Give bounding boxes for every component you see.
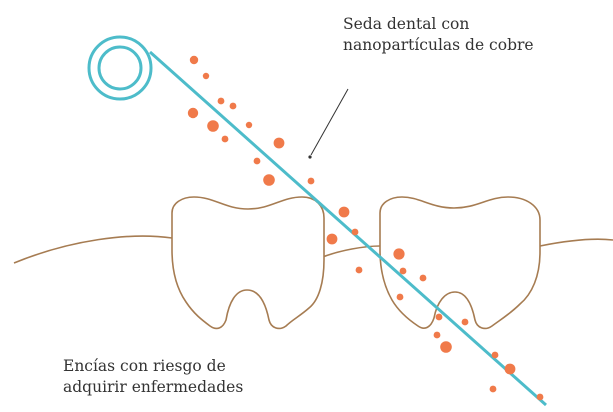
nanoparticle [393,248,405,260]
nanoparticle [229,102,237,110]
nanoparticle [435,313,443,321]
gum-label-line-2: adquirir enfermedades [63,378,244,396]
floss-spool-inner [97,45,143,91]
nanoparticle [419,274,427,282]
nanoparticle [221,135,229,143]
gum-label-line-1: Encías con riesgo de [63,357,226,375]
gum-line-middle [319,245,381,259]
nanoparticle [245,121,253,129]
nanoparticle [307,177,315,185]
nanoparticle [187,107,199,119]
tooth-right [379,196,541,330]
nanoparticle [351,228,359,236]
floss-leader-dot [308,155,312,159]
nanoparticle [253,157,261,165]
floss-leader-line [310,88,349,156]
floss-label-line-2: nanopartículas de cobre [343,36,534,54]
gum-line-right [539,238,613,247]
nanoparticle [536,393,544,401]
floss-label: Seda dental con nanopartículas de cobre [343,14,534,56]
gum-line-left [13,235,173,264]
nanoparticle [461,318,469,326]
floss-spool-outer [87,35,153,101]
nanoparticle [202,72,210,80]
nanoparticle [338,206,350,218]
nanoparticle [399,267,407,275]
nanoparticle [326,233,338,245]
nanoparticle [355,266,363,274]
nanoparticle [440,341,452,353]
nanoparticle [217,97,225,105]
nanoparticle [504,363,516,375]
copper-nanoparticles [187,55,544,401]
nanoparticle [263,174,275,186]
nanoparticle [489,385,497,393]
nanoparticle [491,351,499,359]
gum-label: Encías con riesgo de adquirir enfermedad… [63,356,243,398]
nanoparticle [207,120,219,132]
nanoparticle [273,137,285,149]
floss-label-line-1: Seda dental con [343,15,470,33]
nanoparticle [433,331,441,339]
nanoparticle [396,293,404,301]
floss-strand [149,50,547,407]
tooth-left [171,196,325,330]
nanoparticle [189,55,199,65]
